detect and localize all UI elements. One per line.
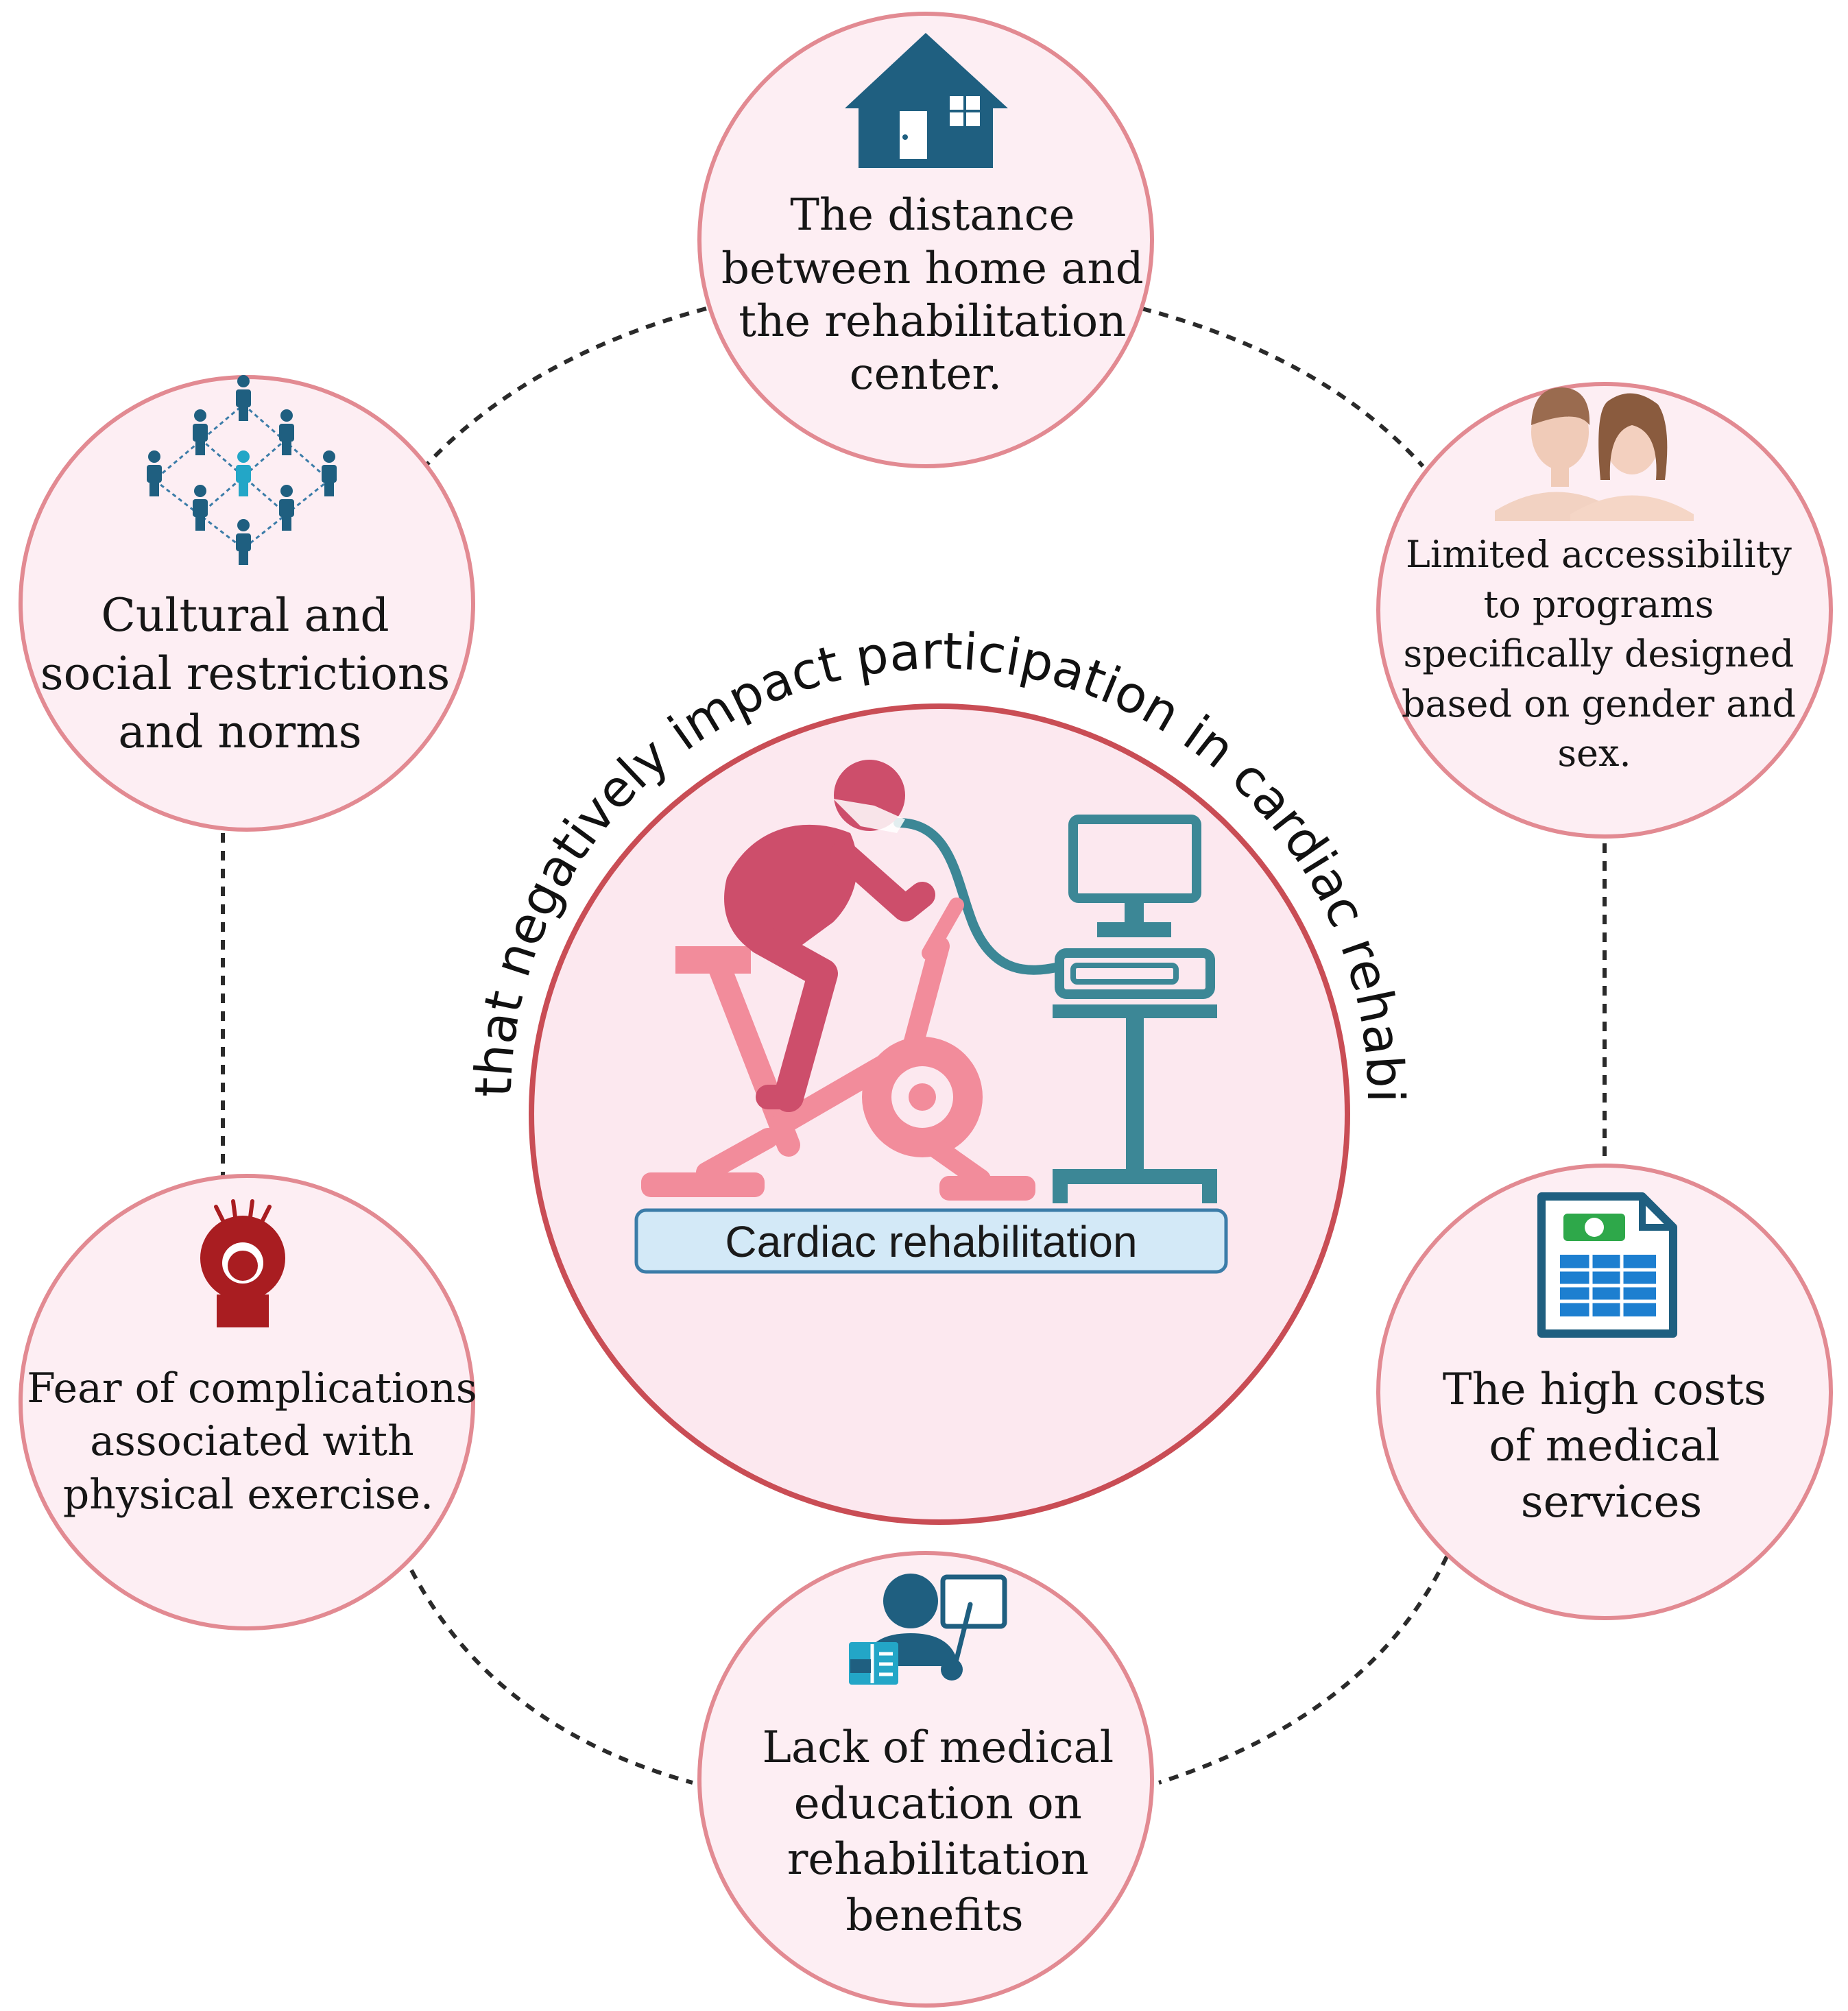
factor-fear-label: Fear of complications associated with ph… — [27, 1364, 490, 1519]
factor-costs-label: The high costs of medical services — [1443, 1364, 1780, 1528]
person-figure-icon — [236, 450, 251, 496]
center-label: Cardiac rehabilitation — [725, 1217, 1137, 1266]
people-network-icon — [147, 375, 337, 565]
connector-bottom-right — [1158, 1555, 1449, 1785]
factor-gender-label: Limited accessibility to programs specif… — [1402, 533, 1808, 775]
factor-cultural: Cultural and social restrictions and nor… — [19, 375, 475, 832]
factor-distance-circle — [697, 12, 1154, 468]
person-figure-icon — [279, 409, 294, 455]
monitor-cart-stand — [1053, 900, 1217, 1203]
connector-top-left — [423, 306, 707, 468]
factor-cultural-label: Cultural and social restrictions and nor… — [40, 589, 464, 758]
man-woman-icon — [1495, 387, 1694, 521]
teacher-icon — [849, 1574, 1007, 1685]
connector-top-right — [1141, 306, 1425, 468]
person-figure-icon — [193, 485, 208, 531]
person-figure-icon — [279, 485, 294, 531]
factor-fear: Fear of complications associated with ph… — [19, 1174, 490, 1630]
connector-bottom-left — [409, 1569, 693, 1785]
person-figure-icon — [322, 450, 337, 496]
stressed-person-icon — [200, 1199, 285, 1327]
factor-gender-circle — [1376, 382, 1833, 839]
person-figure-icon — [193, 409, 208, 455]
exercise-bike-icon — [641, 898, 1035, 1201]
factor-costs: The high costs of medical services — [1376, 1164, 1833, 1620]
factor-gender: Limited accessibility to programs specif… — [1376, 382, 1833, 839]
person-figure-icon — [236, 519, 251, 565]
dotted-connectors — [221, 306, 1607, 1785]
person-figure-icon — [147, 450, 162, 496]
house-icon — [845, 33, 1008, 168]
factor-distance-label: The distance between home and the rehabi… — [721, 190, 1157, 400]
factor-distance: The distance between home and the rehabi… — [697, 12, 1157, 468]
rider-figure-icon — [724, 760, 935, 1112]
factor-education: Lack of medical education on rehabilitat… — [697, 1551, 1154, 2008]
factor-education-circle — [697, 1551, 1154, 2008]
invoice-icon — [1537, 1192, 1677, 1338]
factor-fear-circle — [19, 1174, 475, 1630]
person-figure-icon — [236, 375, 251, 421]
center-label-box — [634, 1208, 1228, 1274]
monitor-cart-icon — [1055, 815, 1215, 999]
factor-costs-circle — [1376, 1164, 1833, 1620]
breathing-tube — [893, 818, 1064, 975]
factor-education-label: Lack of medical education on rehabilitat… — [763, 1722, 1128, 1941]
